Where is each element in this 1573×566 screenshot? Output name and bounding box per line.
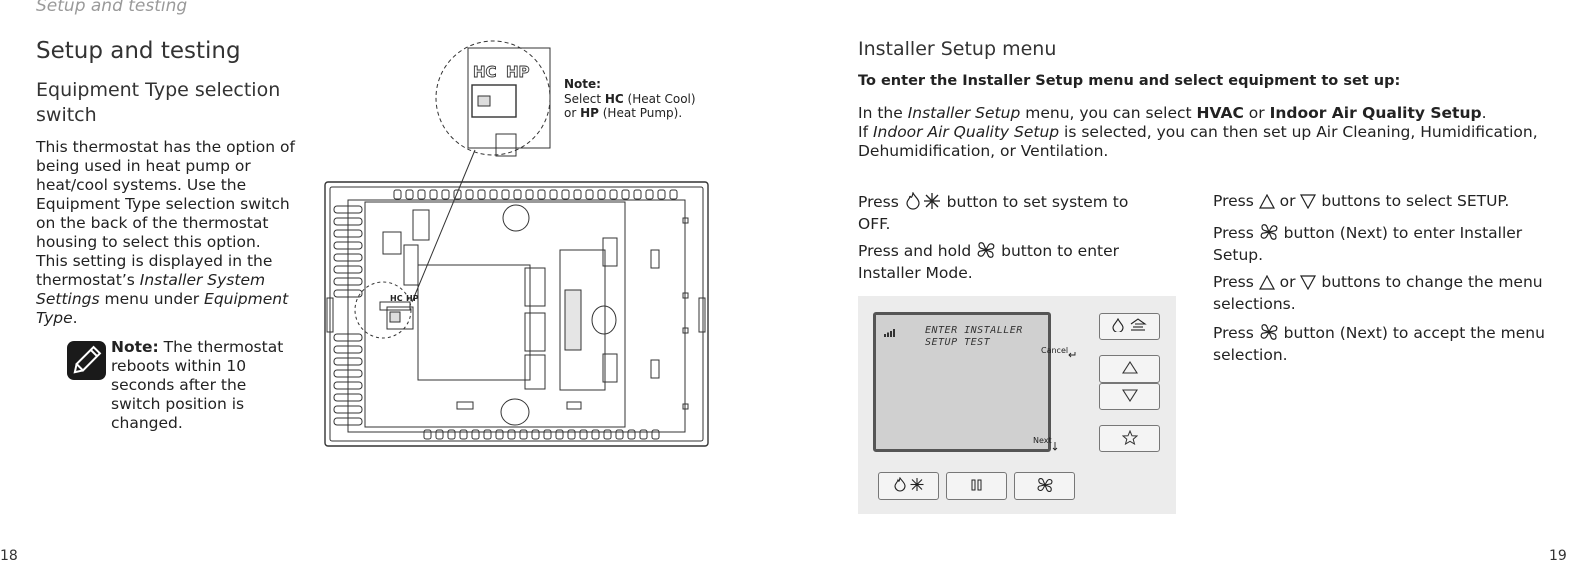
fan-icon [1259, 223, 1279, 246]
pencil-note-icon [67, 341, 106, 380]
lcd-cancel-label: Cancel [1041, 346, 1069, 355]
signal-icon [884, 322, 896, 341]
board-hc-label: HC [390, 294, 403, 303]
intro-paragraph: This thermostat has the option of being … [36, 138, 295, 327]
ventilation-icon [1129, 318, 1147, 335]
step-accept-selection: Press button (Next) to accept the menu s… [1213, 323, 1545, 364]
step-select-setup: Press or buttons to select SETUP. [1213, 192, 1553, 214]
fan-icon [976, 241, 996, 264]
switch-callout-note: Note: Select HC (Heat Cool) or HP (Heat … [564, 77, 696, 120]
system-mode-button[interactable] [878, 472, 939, 500]
down-button[interactable] [1099, 383, 1160, 410]
down-triangle-icon [1300, 275, 1317, 295]
running-head: Setup and testing [36, 0, 188, 16]
step-installer-mode: Press and hold button to enter Installer… [858, 241, 1119, 282]
down-arrow-icon [1052, 436, 1058, 455]
return-arrow-icon [1068, 344, 1076, 363]
hold-button[interactable] [946, 472, 1007, 500]
droplet-icon [1112, 317, 1124, 335]
board-hp-label: HP [406, 294, 419, 303]
lcd-next-label: Next [1033, 436, 1052, 445]
up-triangle-icon [1121, 360, 1138, 377]
up-triangle-icon [1258, 193, 1275, 214]
lcd-line-2: SETUP TEST [925, 337, 991, 348]
lead-instruction: To enter the Installer Setup menu and se… [858, 73, 1401, 89]
section-title: Installer Setup menu [858, 38, 1057, 60]
star-icon [1121, 429, 1138, 448]
page-number-left: 18 [0, 548, 18, 564]
favorite-button[interactable] [1099, 425, 1160, 452]
note-text: Note: The thermostat reboots within 10 s… [111, 338, 284, 432]
flame-snowflake-icon [893, 476, 925, 495]
installer-paragraph: In the Installer Setup menu, you can sel… [858, 104, 1538, 160]
down-triangle-icon [1300, 194, 1317, 214]
section-subtitle: Equipment Type selection switch [36, 79, 281, 126]
lcd-line-1: ENTER INSTALLER [925, 325, 1023, 336]
page-title: Setup and testing [36, 38, 241, 64]
fan-icon [1259, 323, 1279, 346]
up-button[interactable] [1099, 355, 1160, 383]
lcd-display [873, 312, 1051, 452]
pause-icon [970, 479, 984, 494]
down-triangle-icon [1121, 388, 1138, 405]
step-set-off: Press button to set system to OFF. [858, 191, 1129, 233]
magnified-hp-label: HP [506, 63, 530, 81]
thermostat-back-diagram: HC HP HC HP [324, 40, 709, 447]
step-enter-setup: Press button (Next) to enter Installer S… [1213, 223, 1523, 264]
fan-icon [1036, 477, 1054, 496]
callout-label: Note: [564, 77, 601, 91]
page-number-right: 19 [1549, 548, 1567, 564]
step-change-selection: Press or buttons to change the menu sele… [1213, 273, 1543, 313]
humidity-ventilation-button[interactable] [1099, 313, 1160, 340]
fan-button[interactable] [1014, 472, 1075, 500]
up-triangle-icon [1258, 274, 1275, 295]
magnified-hc-label: HC [473, 63, 497, 81]
flame-snowflake-icon [904, 191, 942, 215]
